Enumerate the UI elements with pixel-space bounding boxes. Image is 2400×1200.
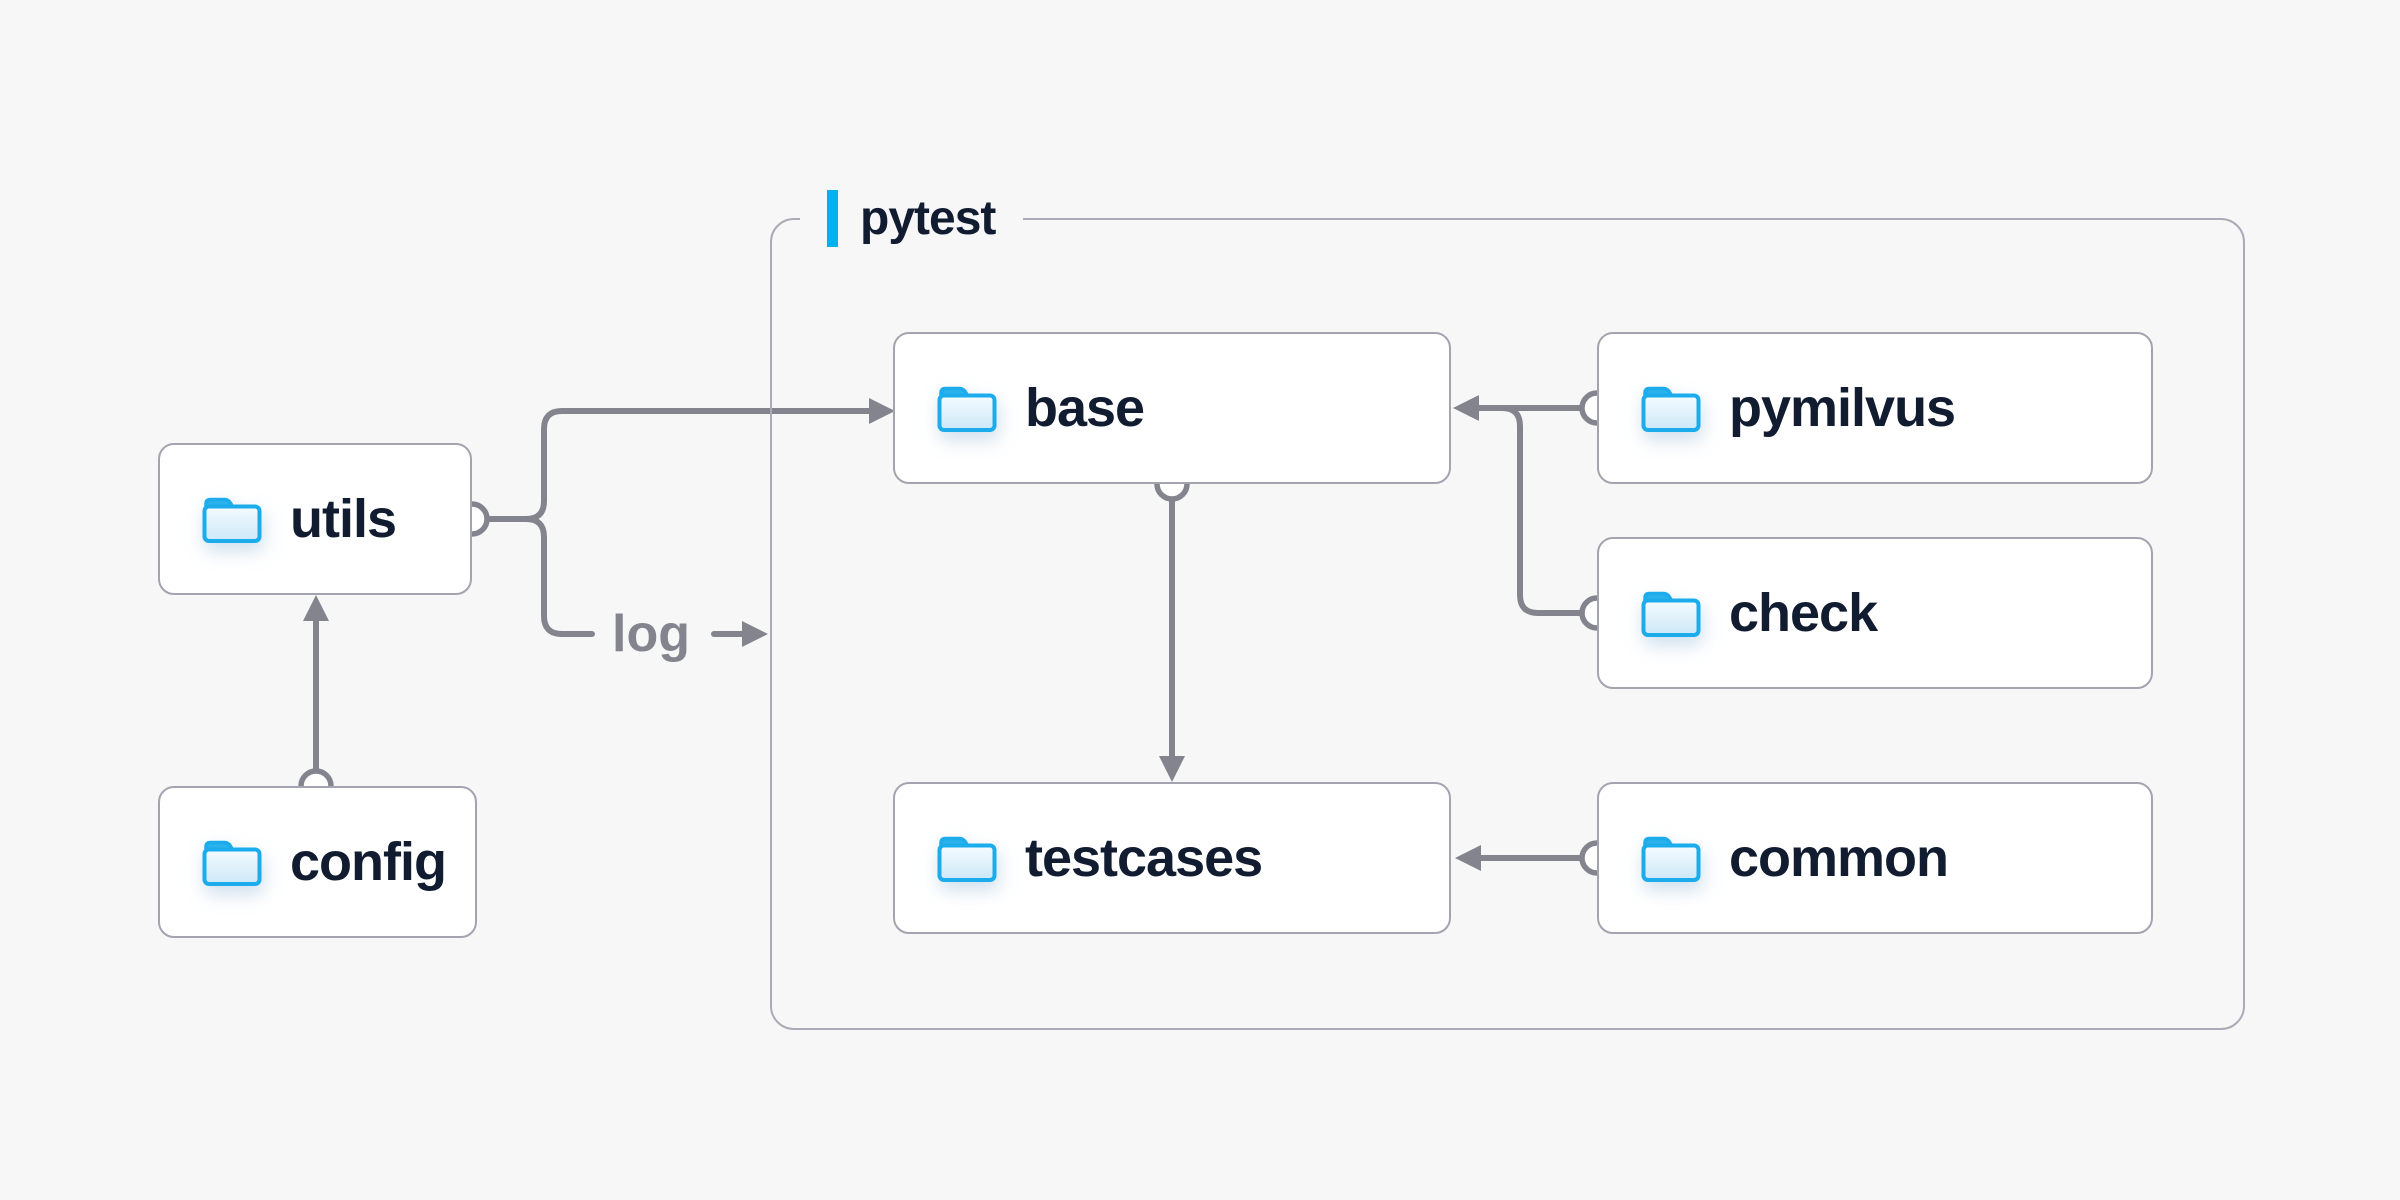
node-config: config (158, 786, 477, 938)
node-testcases-label: testcases (1025, 828, 1263, 888)
arrowhead-log (742, 621, 768, 647)
node-utils-label: utils (290, 489, 397, 549)
pytest-group-container (770, 218, 2245, 1030)
edge-utils-log (485, 516, 595, 637)
pytest-group-label: pytest (800, 182, 1024, 254)
node-check: check (1597, 537, 2153, 689)
folder-icon (200, 493, 264, 545)
node-config-label: config (290, 832, 447, 892)
node-common: common (1597, 782, 2153, 934)
node-utils: utils (158, 443, 472, 595)
arrowhead-utils-base (869, 398, 895, 424)
pytest-label-text: pytest (860, 191, 996, 245)
node-common-label: common (1729, 828, 1949, 888)
accent-bar (827, 189, 838, 247)
edge-check-base (1476, 405, 1584, 616)
folder-icon (935, 382, 999, 434)
node-pymilvus: pymilvus (1597, 332, 2153, 484)
edge-label-log: log (612, 605, 690, 663)
folder-icon (935, 832, 999, 884)
arrowhead-base-testcases (1159, 756, 1185, 782)
folder-icon (200, 836, 264, 888)
node-testcases: testcases (893, 782, 1451, 934)
folder-icon (1639, 832, 1703, 884)
arrowhead-common-testcases (1455, 845, 1481, 871)
node-check-label: check (1729, 583, 1878, 643)
node-pymilvus-label: pymilvus (1729, 378, 1956, 438)
folder-icon (1639, 382, 1703, 434)
folder-icon (1639, 587, 1703, 639)
node-base-label: base (1025, 378, 1145, 438)
arrowhead-config-utils (303, 595, 329, 621)
node-base: base (893, 332, 1451, 484)
arrowhead-pymilvus-base (1453, 395, 1479, 421)
